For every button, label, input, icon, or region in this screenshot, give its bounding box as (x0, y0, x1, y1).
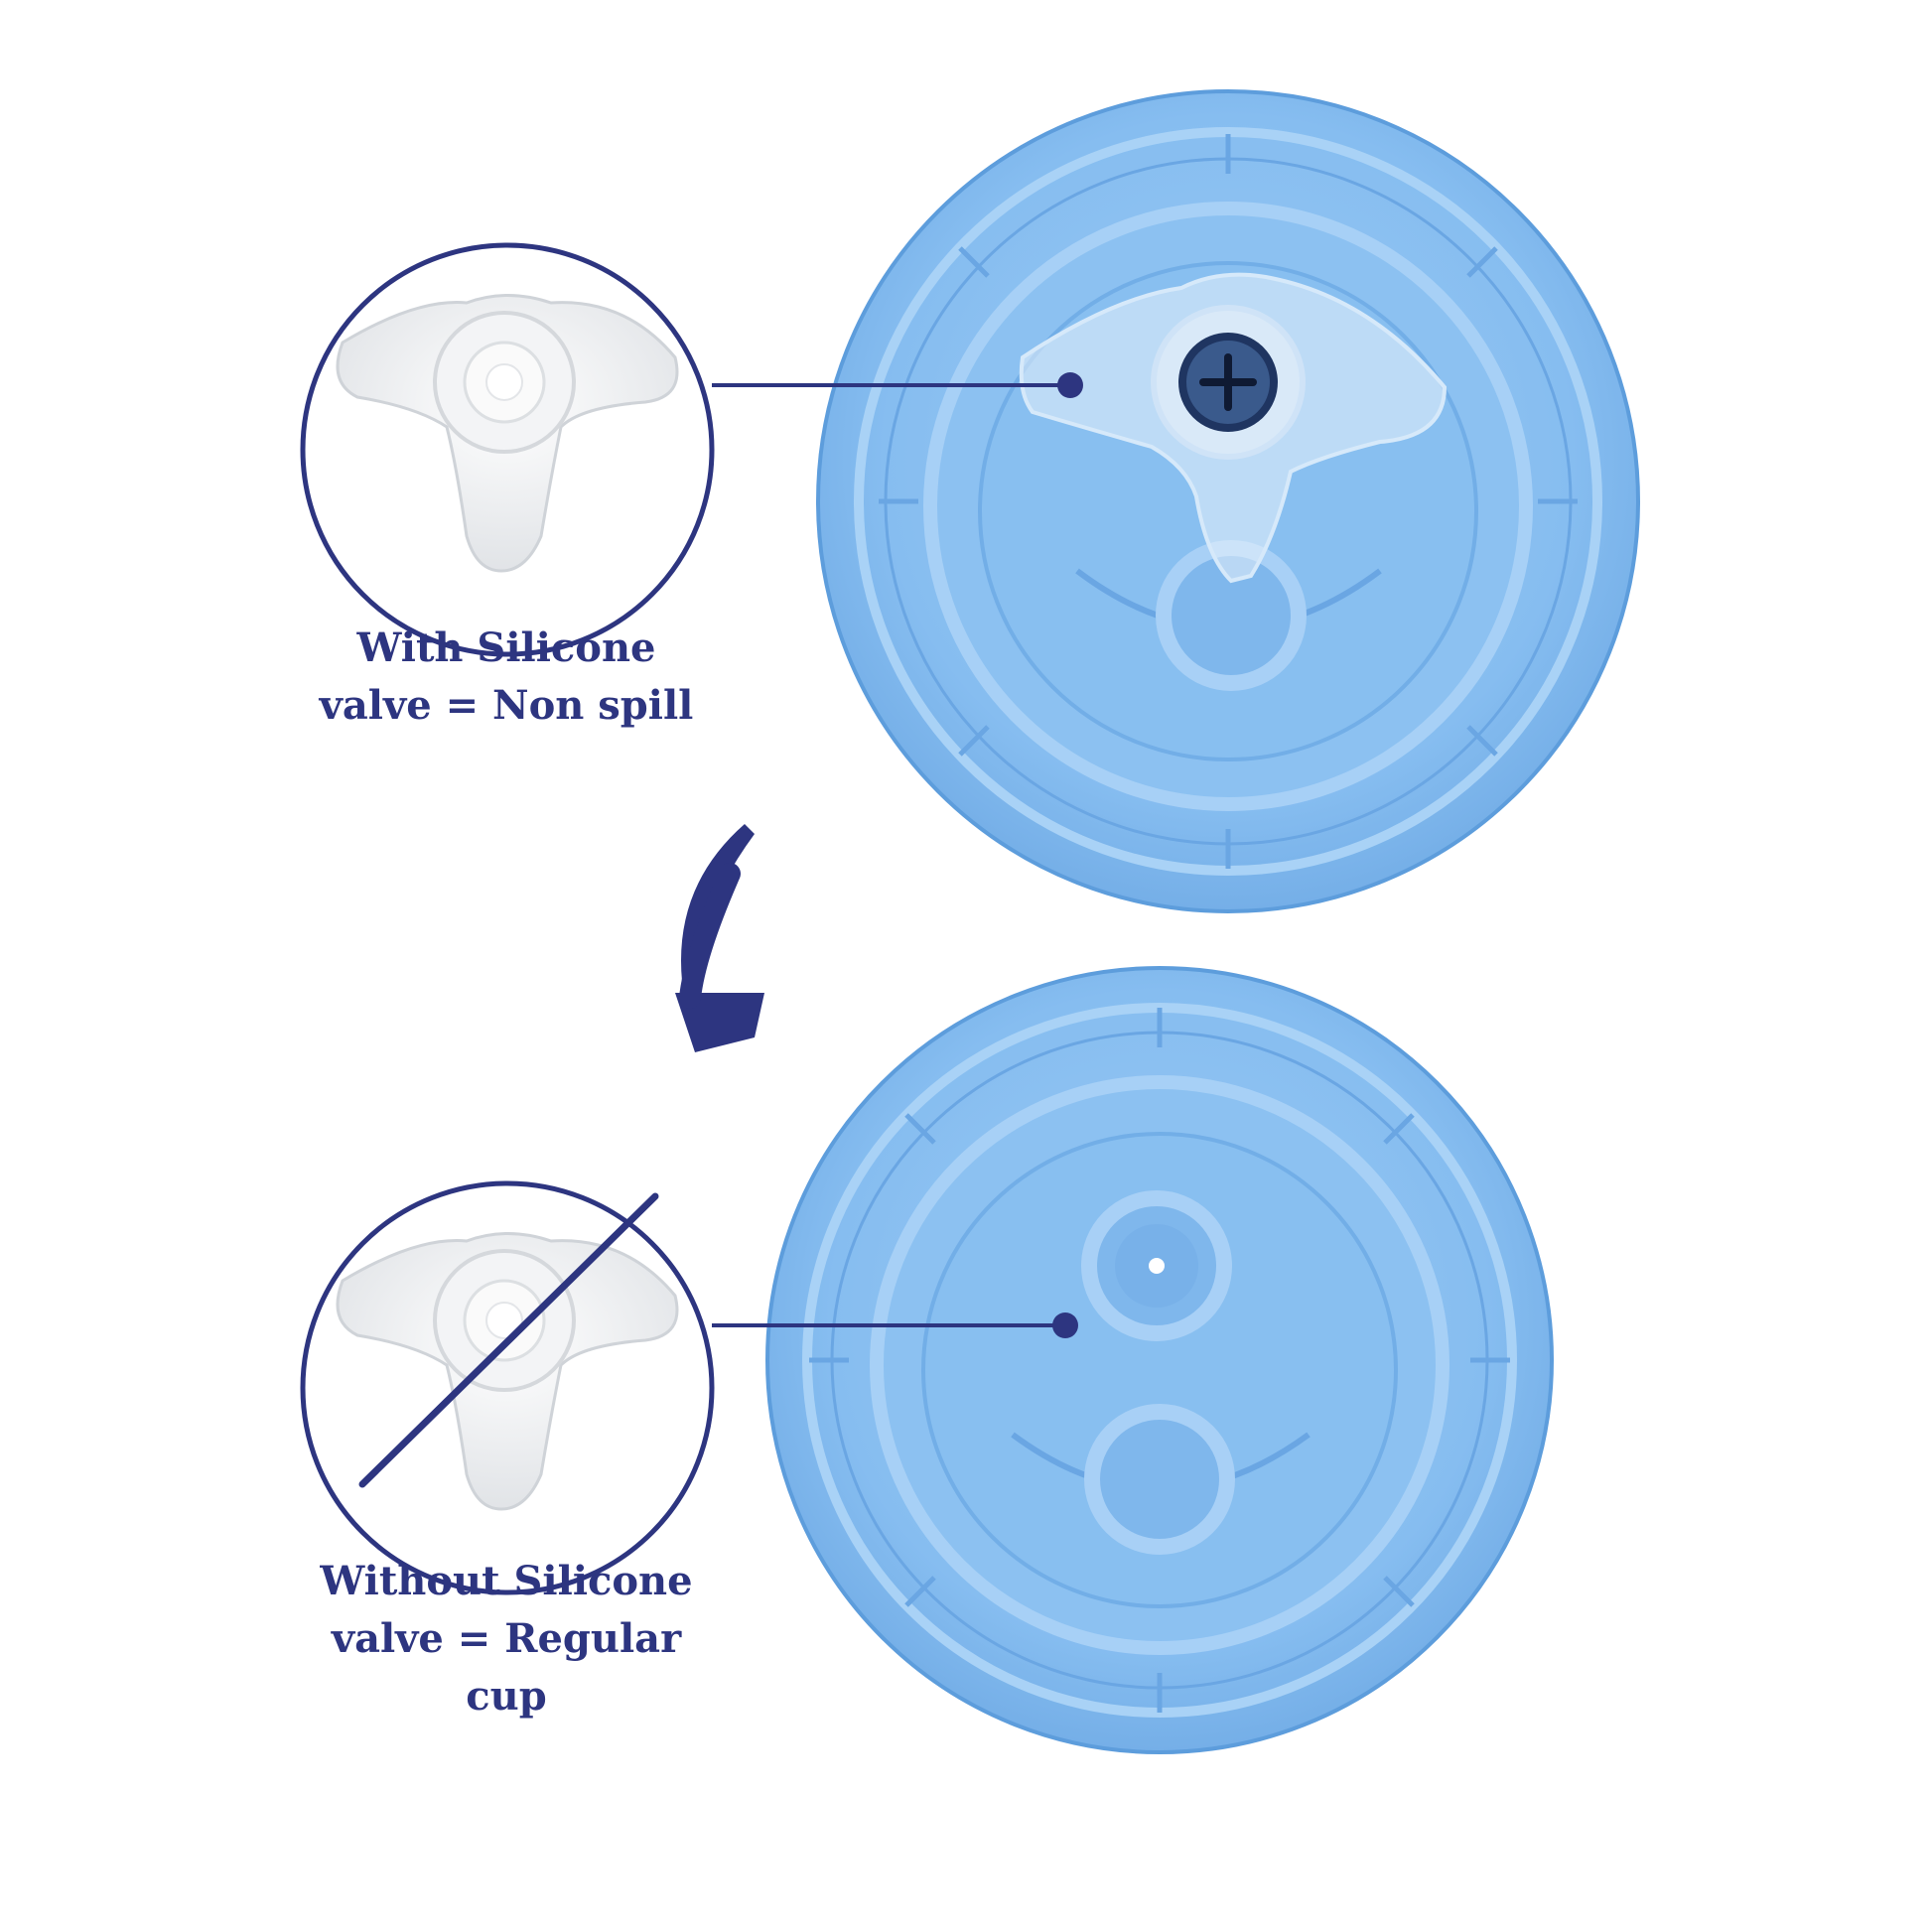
caption-line: cup (466, 1673, 547, 1720)
lid-with-valve (816, 89, 1640, 913)
silicone-valve-icon (300, 242, 1083, 657)
caption-with-valve: With Silicone valve = Non spill (278, 620, 735, 735)
caption-line: valve = Non spill (319, 682, 694, 729)
silicone-valve-crossed-icon (300, 1180, 1078, 1595)
curved-arrow-down-icon (675, 824, 764, 1052)
caption-line: With Silicone (356, 624, 656, 671)
lid-without-valve (765, 966, 1554, 1754)
caption-line: valve = Regular (331, 1615, 682, 1662)
caption-without-valve: Without Silicone valve = Regular cup (278, 1553, 735, 1725)
caption-line: Without Silicone (320, 1558, 693, 1604)
